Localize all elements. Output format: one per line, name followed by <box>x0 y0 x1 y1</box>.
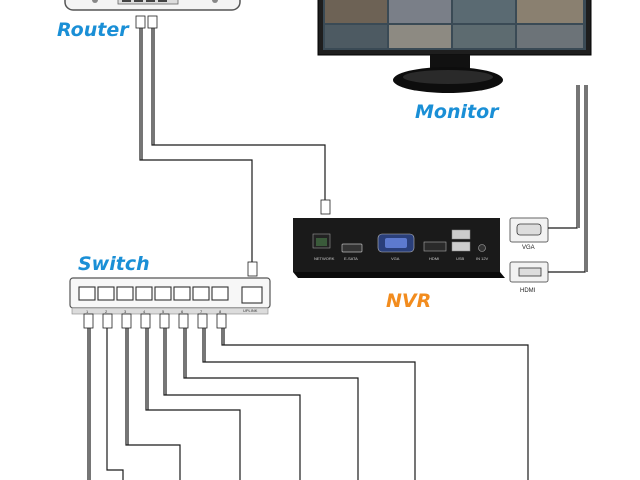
switch-port-number: 7 <box>200 309 203 314</box>
hdmi-connector <box>509 261 549 283</box>
switch-label: Switch <box>78 253 150 275</box>
switch-uplink-label: UPLINK <box>243 308 258 313</box>
nvr-port-hdmi: HDMI <box>429 256 440 261</box>
nvr-port-esata: E-SATA <box>344 256 358 261</box>
monitor-label: Monitor <box>415 101 499 123</box>
switch-port-number: 1 <box>86 309 89 314</box>
nvr-port-power: IN 12V <box>476 256 489 261</box>
nvr-label: NVR <box>386 290 432 312</box>
nvr-port-usb: USB <box>456 256 465 261</box>
switch-port-number: 3 <box>124 309 127 314</box>
vga-connector-label: VGA <box>522 245 535 251</box>
rj45-plugs <box>83 15 331 329</box>
cables <box>87 18 588 480</box>
router-device <box>64 0 241 11</box>
router-label: Router <box>57 19 129 41</box>
nvr-port-vga: VGA <box>391 256 400 261</box>
vga-connector <box>509 217 549 243</box>
switch-port-number: 8 <box>219 309 222 314</box>
monitor-device <box>317 0 592 93</box>
hdmi-connector-label: HDMI <box>520 288 536 294</box>
switch-port-number: 4 <box>143 309 146 314</box>
switch-port-number: 5 <box>162 309 165 314</box>
switch-port-number: 2 <box>105 309 108 314</box>
nvr-port-network: NETWORK <box>314 256 335 261</box>
switch-port-number: 6 <box>181 309 184 314</box>
switch-device <box>69 277 271 315</box>
nvr-device <box>293 218 505 278</box>
